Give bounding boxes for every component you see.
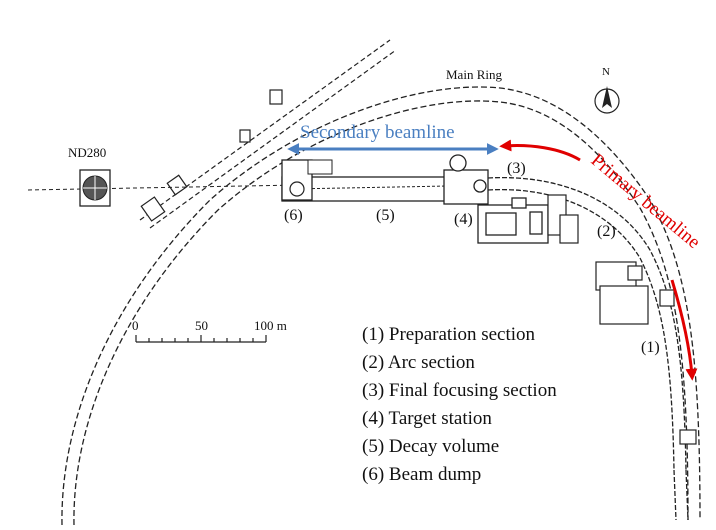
transfer-building-b (239, 129, 251, 143)
transfer-building-c (140, 196, 166, 222)
transfer-building-d (166, 174, 188, 196)
legend-item-2: (2) Arc section (362, 352, 475, 373)
legend-item-3: (3) Final focusing section (362, 380, 557, 401)
marker-2: (2) (597, 223, 616, 240)
marker-6: (6) (284, 207, 303, 224)
nd280-label: ND280 (68, 145, 106, 160)
main-ring (61, 86, 701, 526)
main-ring-label: Main Ring (446, 67, 502, 82)
primary-beamline-extension (673, 469, 689, 521)
transfer-building-a (269, 89, 283, 105)
nd280-detector (79, 169, 111, 207)
north-arrow-icon (594, 86, 620, 114)
scale-tick-50: 50 (195, 318, 208, 333)
arc-section-buildings (547, 194, 675, 325)
marker-5: (5) (376, 207, 395, 224)
legend: (1) Preparation section (2) Arc section … (362, 324, 557, 485)
scale-tick-0: 0 (132, 318, 139, 333)
primary-beamline-arrow-upper (499, 139, 581, 162)
primary-beamline-line (487, 176, 687, 471)
marker-1: (1) (641, 339, 660, 356)
preparation-building (679, 429, 697, 445)
legend-item-1: (1) Preparation section (362, 324, 536, 345)
target-station (443, 154, 549, 244)
north-label: N (602, 66, 610, 78)
legend-item-5: (5) Decay volume (362, 436, 499, 457)
legend-item-4: (4) Target station (362, 408, 492, 429)
legend-item-6: (6) Beam dump (362, 464, 481, 485)
scale-tick-100: 100 m (254, 318, 287, 333)
scale-bar (135, 335, 267, 343)
primary-beamline-arrow-lower (670, 279, 698, 381)
secondary-beamline-label: Secondary beamline (300, 122, 455, 143)
marker-4: (4) (454, 211, 473, 228)
marker-3: (3) (507, 160, 526, 177)
beam-dump (281, 159, 333, 201)
